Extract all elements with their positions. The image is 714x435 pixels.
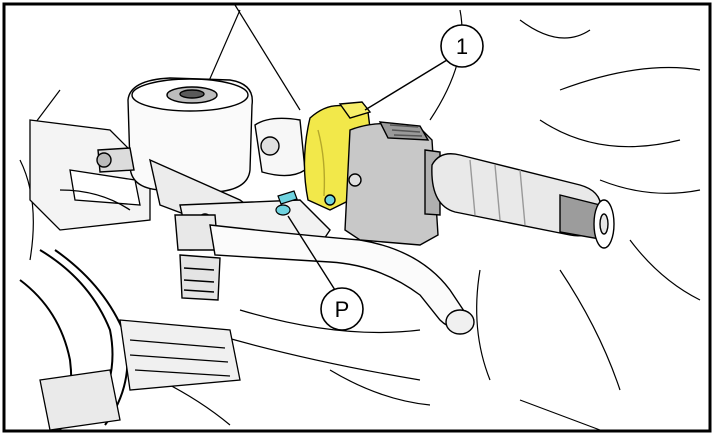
left-bracket-assembly [19,119,241,431]
screw-p [275,190,298,216]
callout-p-leader [287,215,336,291]
callout-p-label: P [335,297,350,322]
callout-p: P [287,215,364,331]
callout-1-circle [440,24,484,68]
handlebar-grip [431,153,615,249]
brake-lever [179,224,475,335]
callout-1: 1 [364,24,484,111]
callout-1-leader [364,59,448,111]
callout-p-circle [320,287,364,331]
callout-1-label: 1 [456,34,468,59]
switch-housing [344,121,441,246]
